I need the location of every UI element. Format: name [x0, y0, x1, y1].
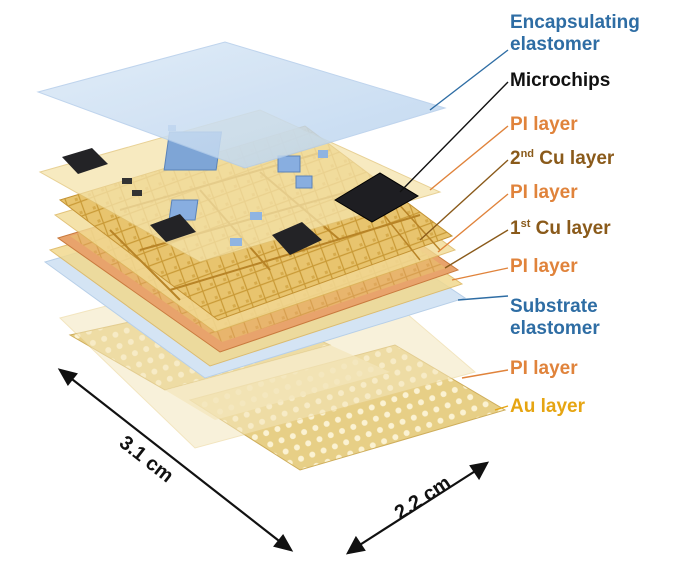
- label-encapsulating-elastomer: Encapsulating elastomer: [510, 12, 640, 55]
- label-pi-layer-3: PI layer: [510, 256, 578, 277]
- leader-pi-3: [451, 267, 509, 281]
- leader-pi-2: [437, 193, 509, 253]
- dimension-arrows: [57, 368, 490, 555]
- leader-encapsulating: [429, 49, 509, 111]
- chip-black-right: [272, 222, 322, 255]
- label-au-layer: Au layer: [510, 396, 585, 417]
- encapsulating-elastomer-layer: [36, 41, 447, 169]
- label-pi-layer-2: PI layer: [510, 182, 578, 203]
- width-arrow: [354, 467, 481, 549]
- leader-pi-4: [461, 369, 509, 379]
- leader-au: [494, 405, 509, 411]
- chip-small-2: [295, 175, 313, 189]
- label-pi-layer-4: PI layer: [510, 358, 578, 379]
- leader-cu-1: [444, 229, 509, 269]
- label-substrate-elastomer: Substrate elastomer: [510, 296, 600, 339]
- chip-black-main: [334, 172, 419, 223]
- label-cu-layer-1: 1st Cu layer: [510, 218, 611, 239]
- chip-small-1: [277, 155, 301, 173]
- leader-cu-2: [419, 159, 509, 241]
- leader-lines: [399, 49, 509, 411]
- leader-substrate: [457, 295, 509, 301]
- label-pi-layer-1: PI layer: [510, 114, 578, 135]
- width-label: 2.2 cm: [391, 472, 455, 524]
- label-cu-layer-2: 2nd Cu layer: [510, 148, 615, 169]
- leader-pi-1: [429, 125, 509, 191]
- chip-black-left: [62, 148, 108, 174]
- chip-black-mid: [150, 214, 196, 242]
- length-arrow: [67, 375, 284, 545]
- length-label: 3.1 cm: [115, 432, 178, 488]
- leader-microchips: [399, 81, 509, 193]
- label-microchips: Microchips: [510, 70, 611, 91]
